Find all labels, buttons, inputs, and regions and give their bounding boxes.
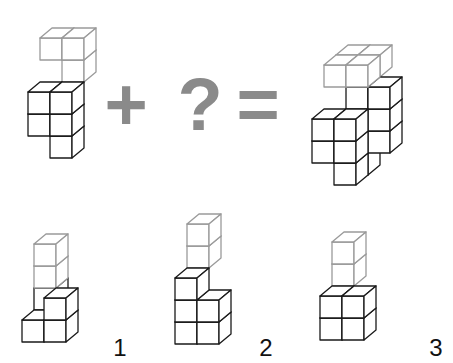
cube-figure — [312, 45, 402, 185]
cube-face — [44, 298, 66, 320]
cube-face — [28, 114, 50, 136]
cube-face — [62, 38, 84, 60]
option-number: 1 — [113, 336, 126, 360]
cube-face — [332, 242, 354, 264]
cube-face — [334, 141, 356, 163]
cube-face — [28, 92, 50, 114]
cube-face — [50, 136, 72, 158]
cube-face — [50, 114, 72, 136]
cube-face — [324, 65, 346, 87]
cube-face — [390, 77, 402, 109]
question-mark: ? — [177, 68, 222, 142]
equals-sign: = — [236, 68, 279, 142]
plus-sign: + — [104, 68, 147, 142]
cube-face — [56, 234, 68, 266]
cube-face — [175, 322, 197, 344]
cube-figure — [22, 234, 78, 342]
cube-face — [34, 266, 56, 288]
option-number: 3 — [429, 336, 442, 360]
cube-face — [50, 92, 72, 114]
cube-figure — [175, 214, 231, 344]
cube-face — [320, 296, 342, 318]
cube-face — [84, 28, 96, 60]
cube-face — [364, 286, 376, 318]
cube-face — [312, 141, 334, 163]
cube-face — [334, 119, 356, 141]
cube-face — [197, 268, 209, 300]
cube-face — [346, 65, 368, 87]
cube-face — [209, 214, 221, 246]
cube-face — [342, 318, 364, 340]
cube-face — [197, 322, 219, 344]
cube-face — [34, 244, 56, 266]
cube-face — [40, 38, 62, 60]
option-number: 2 — [259, 336, 272, 360]
cube-face — [72, 82, 84, 114]
cube-face — [356, 109, 368, 141]
cube-face — [175, 278, 197, 300]
cube-face — [368, 109, 390, 131]
cube-face — [175, 300, 197, 322]
cube-face — [346, 87, 368, 109]
cube-face — [332, 264, 354, 286]
cube-face — [334, 163, 356, 185]
cube-face — [187, 246, 209, 268]
cube-face — [219, 290, 231, 322]
cube-figure — [320, 232, 376, 340]
cube-face — [66, 288, 78, 320]
cube-face — [312, 119, 334, 141]
cube-face — [342, 296, 364, 318]
cube-face — [368, 131, 390, 153]
cube-face — [22, 320, 44, 342]
cube-figure — [28, 28, 96, 158]
cube-face — [368, 55, 380, 87]
cube-face — [380, 45, 392, 77]
cube-face — [320, 318, 342, 340]
cube-face — [368, 87, 390, 109]
cube-face — [187, 224, 209, 246]
cube-face — [44, 320, 66, 342]
cube-face — [354, 232, 366, 264]
cube-face — [197, 300, 219, 322]
cube-face — [62, 60, 84, 82]
